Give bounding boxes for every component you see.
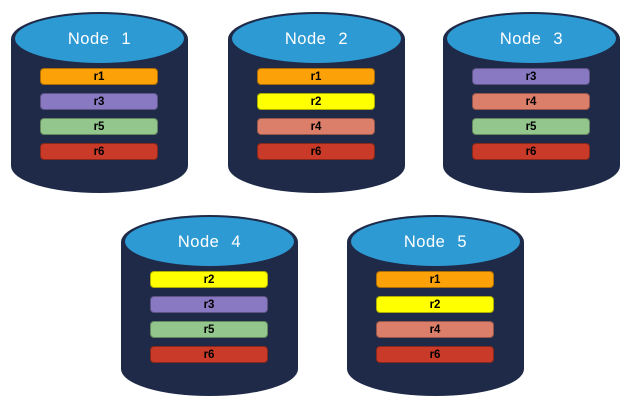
replica-bar-r2: r2 [257, 93, 375, 110]
replica-bar-r4: r4 [257, 118, 375, 135]
replica-bar-r6: r6 [150, 346, 268, 363]
node-cylinder-top: Node 4 [125, 217, 294, 266]
replica-bar-r5: r5 [40, 118, 158, 135]
replica-bar-r6: r6 [257, 143, 375, 160]
replica-bar-r1: r1 [376, 271, 494, 288]
replica-bar-r5: r5 [472, 118, 590, 135]
replica-bar-r3: r3 [150, 296, 268, 313]
replica-bar-r1: r1 [257, 68, 375, 85]
replica-bar-r4: r4 [472, 93, 590, 110]
node-label: Node 2 [284, 30, 349, 48]
replica-bar-list: r1 r2 r4 r6 [257, 68, 375, 160]
replica-bar-list: r2 r3 r5 r6 [150, 271, 268, 363]
replica-bar-r1: r1 [40, 68, 158, 85]
database-node-3: Node 3 r3 r4 r5 r6 [443, 12, 620, 193]
replica-bar-list: r1 r3 r5 r6 [40, 68, 158, 160]
node-label: Node 3 [499, 30, 564, 48]
replica-bar-r6: r6 [472, 143, 590, 160]
replica-bar-list: r3 r4 r5 r6 [472, 68, 590, 160]
node-cylinder-top: Node 3 [447, 14, 616, 63]
node-cylinder-top: Node 5 [351, 217, 520, 266]
node-label: Node 1 [67, 30, 132, 48]
replica-bar-r5: r5 [150, 321, 268, 338]
replica-bar-r6: r6 [376, 346, 494, 363]
replica-bar-r4: r4 [376, 321, 494, 338]
database-node-4: Node 4 r2 r3 r5 r6 [121, 215, 298, 396]
replica-bar-r3: r3 [472, 68, 590, 85]
replica-bar-list: r1 r2 r4 r6 [376, 271, 494, 363]
database-node-1: Node 1 r1 r3 r5 r6 [11, 12, 188, 193]
node-label: Node 5 [403, 233, 468, 251]
replica-bar-r2: r2 [376, 296, 494, 313]
database-node-2: Node 2 r1 r2 r4 r6 [228, 12, 405, 193]
replica-bar-r3: r3 [40, 93, 158, 110]
replica-bar-r2: r2 [150, 271, 268, 288]
node-cylinder-top: Node 2 [232, 14, 401, 63]
database-node-5: Node 5 r1 r2 r4 r6 [347, 215, 524, 396]
node-cylinder-top: Node 1 [15, 14, 184, 63]
replica-bar-r6: r6 [40, 143, 158, 160]
node-label: Node 4 [177, 233, 242, 251]
